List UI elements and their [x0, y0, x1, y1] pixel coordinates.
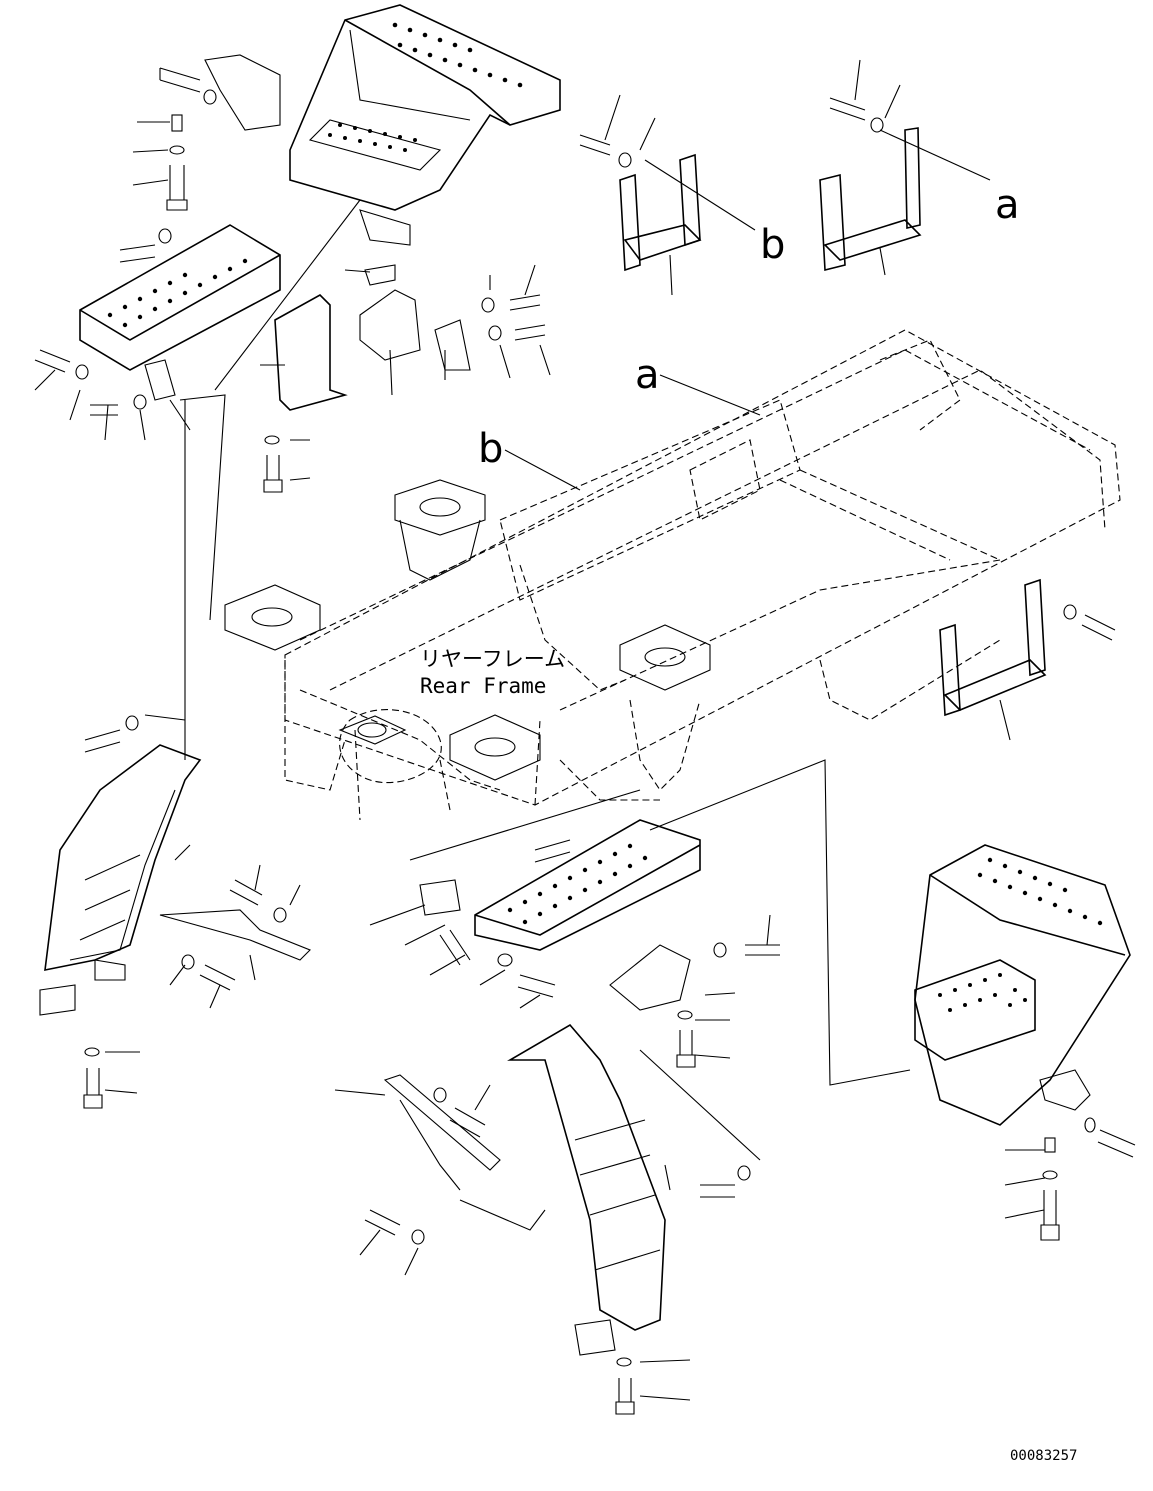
- center-brackets: [263, 264, 546, 493]
- rear-frame-label-en: Rear Frame: [420, 674, 546, 698]
- rear-frame-label-jp: リヤーフレーム: [420, 647, 565, 671]
- lower-right-fender: [914, 844, 1136, 1241]
- lower-center-ladder: [364, 1023, 761, 1415]
- drawing-number: 00083257: [1010, 1448, 1077, 1464]
- callout-b-frame: b: [478, 426, 503, 472]
- step-bracket-b: b: [579, 134, 785, 272]
- frame-mount-pads: [224, 479, 711, 781]
- step-bracket-a: a: [819, 97, 1020, 272]
- frame-callouts: a b: [478, 352, 761, 491]
- callout-b-top: b: [760, 222, 785, 268]
- lower-center-step-plate: [409, 759, 911, 1086]
- lower-left-ladder: [39, 715, 311, 1109]
- callout-a-top: a: [995, 182, 1020, 228]
- rear-frame: リヤーフレーム Rear Frame: [224, 329, 1121, 821]
- upper-left-fender: [159, 4, 561, 246]
- upper-left-step-plate: [79, 224, 281, 401]
- callout-a-frame: a: [635, 352, 660, 398]
- connection-lines: [144, 199, 361, 760]
- left-bolts: [34, 349, 147, 416]
- leader-lines: [34, 59, 1046, 1401]
- frame-side-step: [939, 578, 1116, 717]
